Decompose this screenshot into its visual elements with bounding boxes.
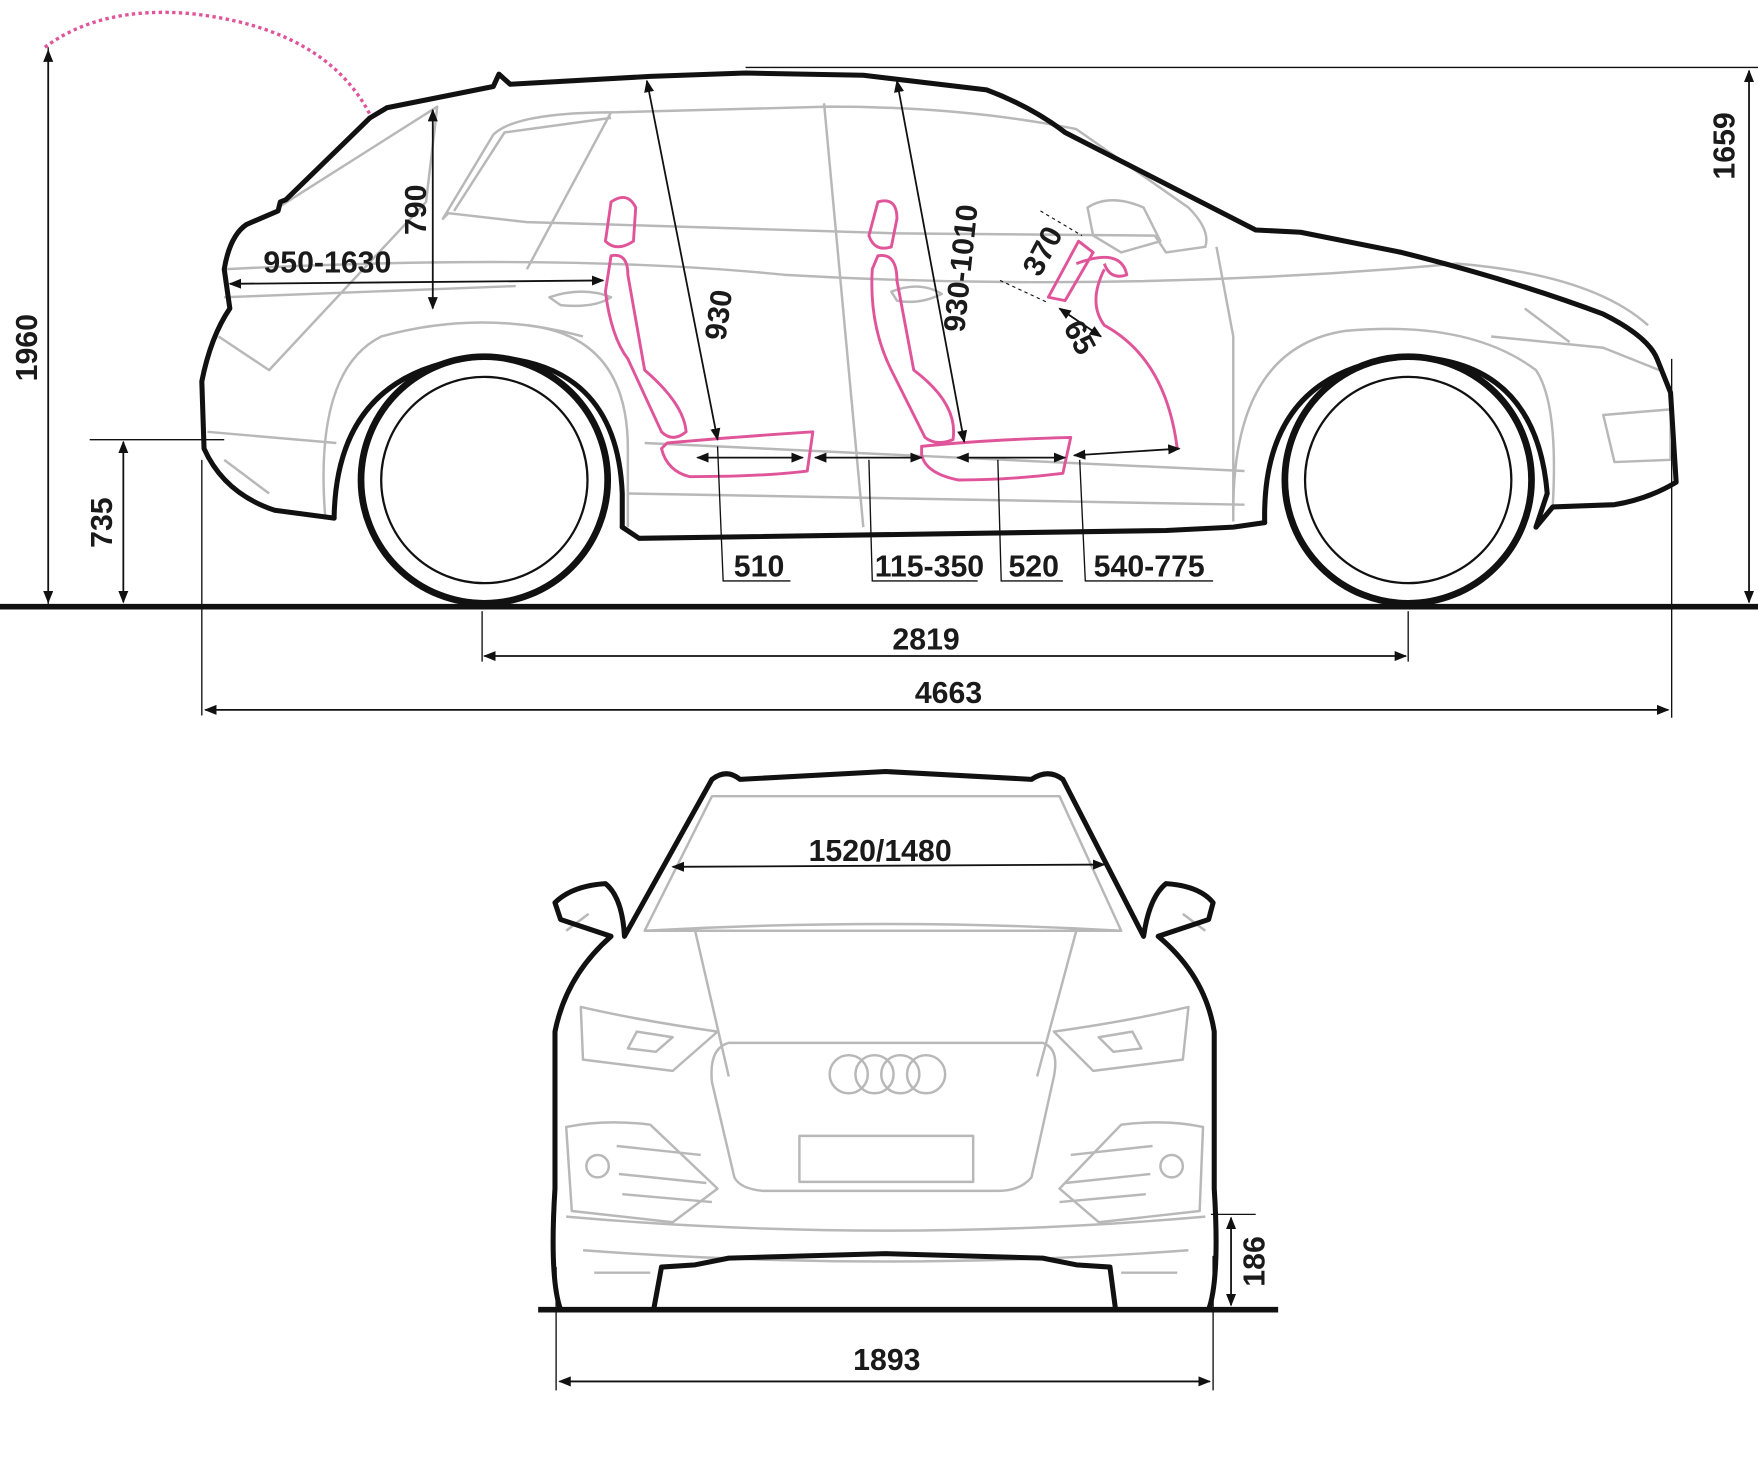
seats-and-driver	[603, 196, 1179, 482]
label-steering-offset: 65	[1057, 315, 1102, 360]
label-wheelbase: 2819	[892, 623, 959, 656]
body-detail-lines	[207, 103, 1672, 528]
side-dimension-lines	[43, 47, 1758, 718]
label-rear-headroom: 930	[700, 288, 740, 343]
front-body-outline	[550, 768, 1219, 1313]
label-luggage-height: 790	[400, 185, 433, 236]
front-underbody-outline	[651, 1251, 1119, 1313]
label-overall-width: 1893	[853, 1344, 920, 1377]
label-overall-length: 4663	[915, 677, 982, 710]
label-ground-clearance: 186	[1239, 1236, 1272, 1286]
side-view: 1960 735 790 950-1630 930 930-1010 370 6…	[0, 10, 1758, 718]
rear-wheel	[357, 353, 612, 607]
front-detail-lines	[564, 794, 1207, 1274]
sill-line	[619, 520, 1268, 541]
front-wheel	[1281, 353, 1535, 607]
label-front-legroom: 540-775	[1094, 550, 1205, 583]
label-vehicle-height: 1659	[1708, 112, 1741, 179]
label-rear-seat-depth: 510	[734, 550, 785, 583]
label-rear-legroom: 115-350	[875, 550, 984, 583]
label-height-open-tailgate: 1960	[11, 314, 44, 381]
front-dimension-lines	[555, 859, 1256, 1391]
label-luggage-length: 950-1630	[263, 247, 391, 280]
side-body-outline	[199, 70, 1679, 530]
label-front-seat-depth: 520	[1008, 550, 1059, 583]
label-interior-width: 1520/1480	[809, 835, 952, 868]
label-loading-sill-height: 735	[86, 497, 119, 548]
front-view: 1520/1480 186 1893	[538, 768, 1279, 1391]
tailgate-opening-arc	[43, 10, 372, 116]
label-front-headroom: 930-1010	[938, 203, 984, 334]
